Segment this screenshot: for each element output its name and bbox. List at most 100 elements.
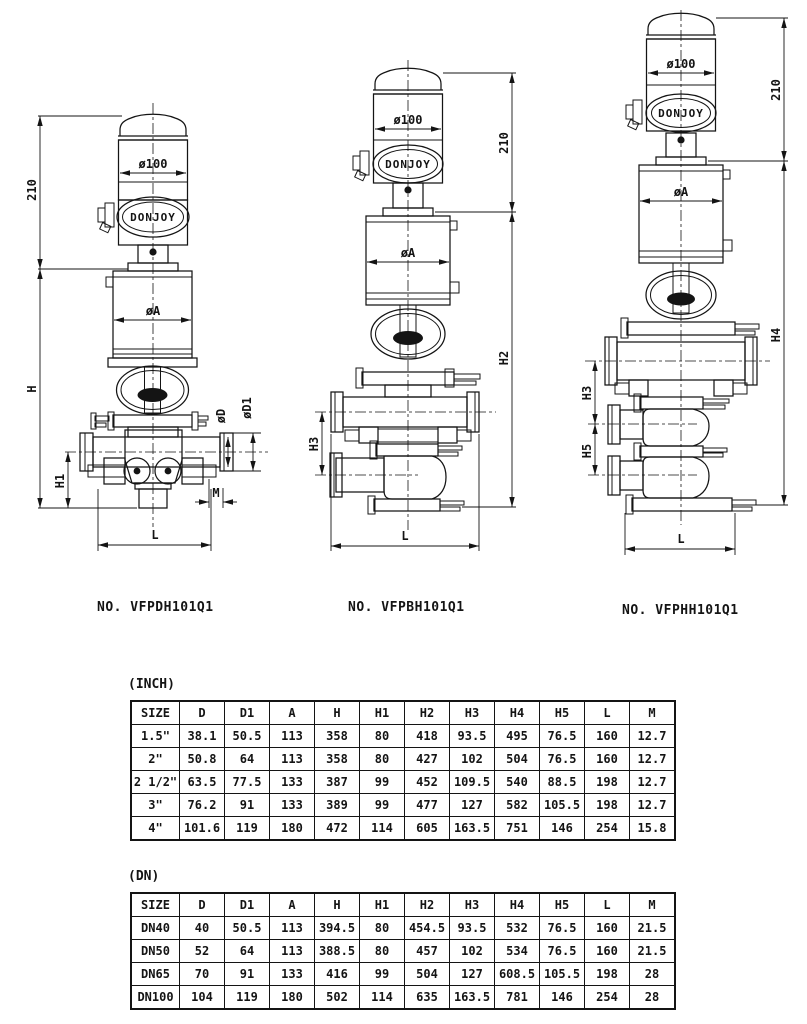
data-cell: DN50 xyxy=(130,939,180,963)
data-cell: 534 xyxy=(494,939,540,963)
brand-logo: DONJOY xyxy=(658,107,704,120)
dim-label-h: H xyxy=(25,385,39,392)
dim-label-h3: H3 xyxy=(307,437,321,451)
data-cell: 114 xyxy=(359,816,405,841)
data-cell: 70 xyxy=(179,962,225,986)
column-header: D xyxy=(179,892,225,917)
centerlines xyxy=(585,10,770,525)
data-cell: 198 xyxy=(584,793,630,817)
table-title-inch: (INCH) xyxy=(128,677,175,692)
brand-logo: DONJOY xyxy=(385,158,431,171)
actuator: ø100 DONJOY xyxy=(352,67,444,184)
data-cell: 180 xyxy=(269,816,315,841)
column-header: D xyxy=(179,700,225,725)
data-cell: 605 xyxy=(404,816,450,841)
data-cell: 133 xyxy=(269,793,315,817)
valve-body xyxy=(79,426,234,509)
data-cell: 127 xyxy=(449,962,495,986)
column-header: SIZE xyxy=(130,700,180,725)
dim-label-d: øD xyxy=(214,409,228,423)
column-header: H1 xyxy=(359,892,405,917)
data-cell: 99 xyxy=(359,793,405,817)
dim-label-body-dia: øA xyxy=(401,246,416,260)
data-cell: 427 xyxy=(404,747,450,771)
data-cell: 93.5 xyxy=(449,916,495,940)
model-caption-2: NO. VFPBH101Q1 xyxy=(348,600,465,615)
data-cell: 160 xyxy=(584,916,630,940)
data-cell: 394.5 xyxy=(314,916,360,940)
dim-label-m: M xyxy=(212,486,219,500)
column-header: H3 xyxy=(449,700,495,725)
column-header: H5 xyxy=(539,892,585,917)
data-cell: 146 xyxy=(539,816,585,841)
data-cell: 163.5 xyxy=(449,985,495,1010)
dim-label-h5: H5 xyxy=(580,444,594,458)
column-header: M xyxy=(629,892,676,917)
column-header: H2 xyxy=(404,700,450,725)
data-cell: 93.5 xyxy=(449,724,495,748)
diaphragm-sphere xyxy=(115,365,190,415)
data-cell: 4" xyxy=(130,816,180,841)
column-header: H2 xyxy=(404,892,450,917)
clamp-ring-donjoy: DONJOY xyxy=(97,196,190,246)
data-cell: 21.5 xyxy=(629,939,676,963)
column-header: H1 xyxy=(359,700,405,725)
dim-label-h3: H3 xyxy=(580,386,594,400)
data-cell: 28 xyxy=(629,962,676,986)
dim-label-h4: H4 xyxy=(769,328,783,342)
drawing-vfphh101q1: ø100 DONJOY øA xyxy=(580,10,788,555)
cylinder: øA xyxy=(105,270,198,368)
dimensions: 210 H H1 øD øD1 M L xyxy=(25,115,261,551)
data-cell: 254 xyxy=(584,816,630,841)
data-cell: 50.5 xyxy=(224,724,270,748)
data-cell: 99 xyxy=(359,962,405,986)
data-cell: 113 xyxy=(269,724,315,748)
brand-logo: DONJOY xyxy=(130,211,176,224)
data-cell: 40 xyxy=(179,916,225,940)
data-cell: 540 xyxy=(494,770,540,794)
data-cell: 15.8 xyxy=(629,816,676,841)
data-cell: 102 xyxy=(449,939,495,963)
data-cell: 77.5 xyxy=(224,770,270,794)
data-cell: 102 xyxy=(449,747,495,771)
data-cell: 12.7 xyxy=(629,724,676,748)
data-cell: 91 xyxy=(224,962,270,986)
diaphragm-sphere xyxy=(645,262,717,320)
data-cell: 105.5 xyxy=(539,793,585,817)
data-cell: 76.2 xyxy=(179,793,225,817)
data-cell: 12.7 xyxy=(629,793,676,817)
dim-label-actuator-dia: ø100 xyxy=(667,57,696,71)
data-cell: 388.5 xyxy=(314,939,360,963)
data-cell: 105.5 xyxy=(539,962,585,986)
data-cell: 64 xyxy=(224,939,270,963)
data-cell: 2 1/2" xyxy=(130,770,180,794)
data-cell: 76.5 xyxy=(539,916,585,940)
dim-label-d1: øD1 xyxy=(240,397,254,419)
drawing-vfpbh101q1: ø100 DONJOY øA xyxy=(307,60,516,551)
data-cell: 477 xyxy=(404,793,450,817)
data-cell: 457 xyxy=(404,939,450,963)
data-cell: 50.5 xyxy=(224,916,270,940)
data-cell: 76.5 xyxy=(539,939,585,963)
stem xyxy=(655,132,707,166)
data-cell: DN40 xyxy=(130,916,180,940)
data-cell: 198 xyxy=(584,770,630,794)
upper-clamp xyxy=(620,317,760,339)
dim-label-body-dia: øA xyxy=(674,185,689,199)
data-cell: 418 xyxy=(404,724,450,748)
data-cell: 502 xyxy=(314,985,360,1010)
column-header: L xyxy=(584,700,630,725)
dim-label-actuator-dia: ø100 xyxy=(394,113,423,127)
dim-label-210: 210 xyxy=(497,132,511,154)
data-cell: 99 xyxy=(359,770,405,794)
data-cell: 582 xyxy=(494,793,540,817)
data-cell: DN65 xyxy=(130,962,180,986)
data-cell: 504 xyxy=(494,747,540,771)
data-cell: 113 xyxy=(269,747,315,771)
